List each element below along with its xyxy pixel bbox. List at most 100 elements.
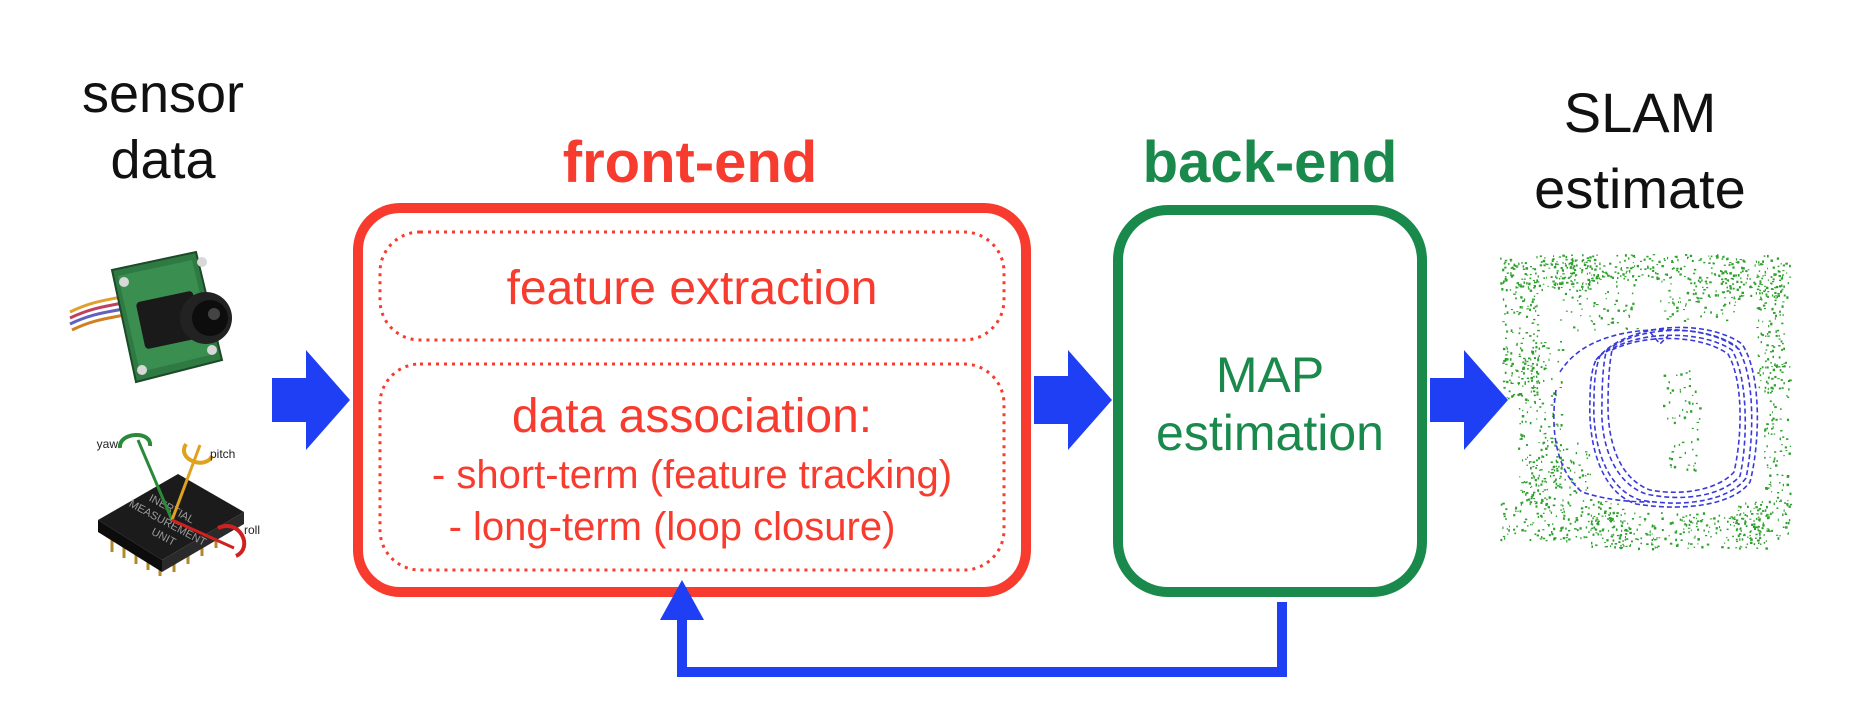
map-point <box>1591 267 1593 270</box>
map-point <box>1608 517 1611 520</box>
map-point <box>1518 447 1521 450</box>
map-point <box>1587 473 1589 475</box>
map-point <box>1520 371 1523 373</box>
map-point <box>1625 529 1628 532</box>
map-point <box>1547 440 1549 442</box>
map-point <box>1739 295 1741 298</box>
map-point <box>1585 475 1587 477</box>
map-point <box>1512 394 1515 397</box>
map-point <box>1573 461 1575 463</box>
map-point <box>1761 298 1763 301</box>
map-point <box>1524 262 1527 265</box>
map-point <box>1688 523 1691 526</box>
map-point <box>1771 345 1774 347</box>
map-point <box>1536 380 1538 383</box>
map-point <box>1667 417 1669 420</box>
map-point <box>1527 525 1529 527</box>
map-point <box>1732 517 1735 520</box>
map-point <box>1550 404 1554 406</box>
map-point <box>1609 545 1612 548</box>
map-point <box>1519 306 1522 309</box>
map-point <box>1614 546 1616 549</box>
map-point <box>1508 525 1510 528</box>
map-point <box>1619 536 1622 539</box>
map-point <box>1587 286 1589 289</box>
map-point <box>1589 265 1592 268</box>
map-point <box>1505 304 1507 308</box>
map-point <box>1502 535 1506 538</box>
map-point <box>1716 256 1718 260</box>
map-point <box>1739 533 1742 535</box>
map-point <box>1532 307 1535 310</box>
front-end-title: front-end <box>563 130 818 195</box>
map-point <box>1540 425 1543 428</box>
map-point <box>1733 521 1735 523</box>
camera-module-icon <box>69 250 232 384</box>
map-point <box>1714 522 1716 525</box>
map-point <box>1576 300 1579 302</box>
map-point <box>1771 419 1774 422</box>
map-point <box>1547 445 1549 448</box>
map-point <box>1542 441 1546 444</box>
map-point <box>1576 259 1578 261</box>
map-point <box>1505 508 1508 511</box>
map-point <box>1768 320 1772 322</box>
map-point <box>1668 290 1670 292</box>
map-point <box>1682 516 1685 518</box>
map-point <box>1556 270 1559 272</box>
map-point <box>1617 292 1620 294</box>
map-point <box>1587 513 1590 516</box>
map-point <box>1637 538 1639 541</box>
map-point <box>1635 279 1638 281</box>
map-point <box>1685 524 1688 527</box>
map-point <box>1537 477 1540 480</box>
map-point <box>1757 285 1760 287</box>
map-point <box>1543 433 1546 435</box>
map-point <box>1697 297 1700 300</box>
map-point <box>1708 255 1710 257</box>
map-point <box>1561 277 1565 280</box>
map-point <box>1601 515 1604 517</box>
map-point <box>1570 275 1572 277</box>
map-point <box>1530 376 1533 380</box>
map-point <box>1758 532 1761 535</box>
map-point <box>1672 301 1674 303</box>
map-point <box>1750 510 1752 513</box>
map-point <box>1588 288 1591 290</box>
map-point <box>1697 543 1699 545</box>
map-point <box>1781 322 1784 325</box>
map-point <box>1675 538 1677 542</box>
map-point <box>1591 274 1593 276</box>
map-point <box>1601 528 1605 530</box>
map-point <box>1532 475 1535 477</box>
map-point <box>1518 376 1520 379</box>
map-point <box>1782 513 1784 516</box>
map-point <box>1527 498 1531 501</box>
map-point <box>1518 312 1520 315</box>
map-point <box>1531 485 1533 488</box>
map-point <box>1525 444 1528 446</box>
map-point <box>1518 353 1521 356</box>
map-point <box>1541 345 1544 348</box>
map-point <box>1671 268 1674 270</box>
map-point <box>1556 261 1558 263</box>
map-point <box>1770 481 1772 484</box>
map-point <box>1759 531 1762 533</box>
map-point <box>1533 375 1535 378</box>
map-point <box>1522 285 1525 287</box>
map-point <box>1772 426 1774 429</box>
map-point <box>1724 303 1727 306</box>
slam-estimate-label-line2: estimate <box>1534 157 1746 220</box>
map-point <box>1687 256 1689 260</box>
map-point <box>1629 527 1632 531</box>
map-point <box>1593 274 1595 277</box>
map-point <box>1783 509 1785 512</box>
map-point <box>1560 444 1562 447</box>
map-point <box>1504 537 1506 540</box>
map-point <box>1777 270 1780 273</box>
map-point <box>1671 313 1674 316</box>
map-point <box>1522 385 1524 387</box>
map-point <box>1598 520 1601 522</box>
map-point <box>1786 418 1790 422</box>
map-point <box>1727 539 1730 541</box>
